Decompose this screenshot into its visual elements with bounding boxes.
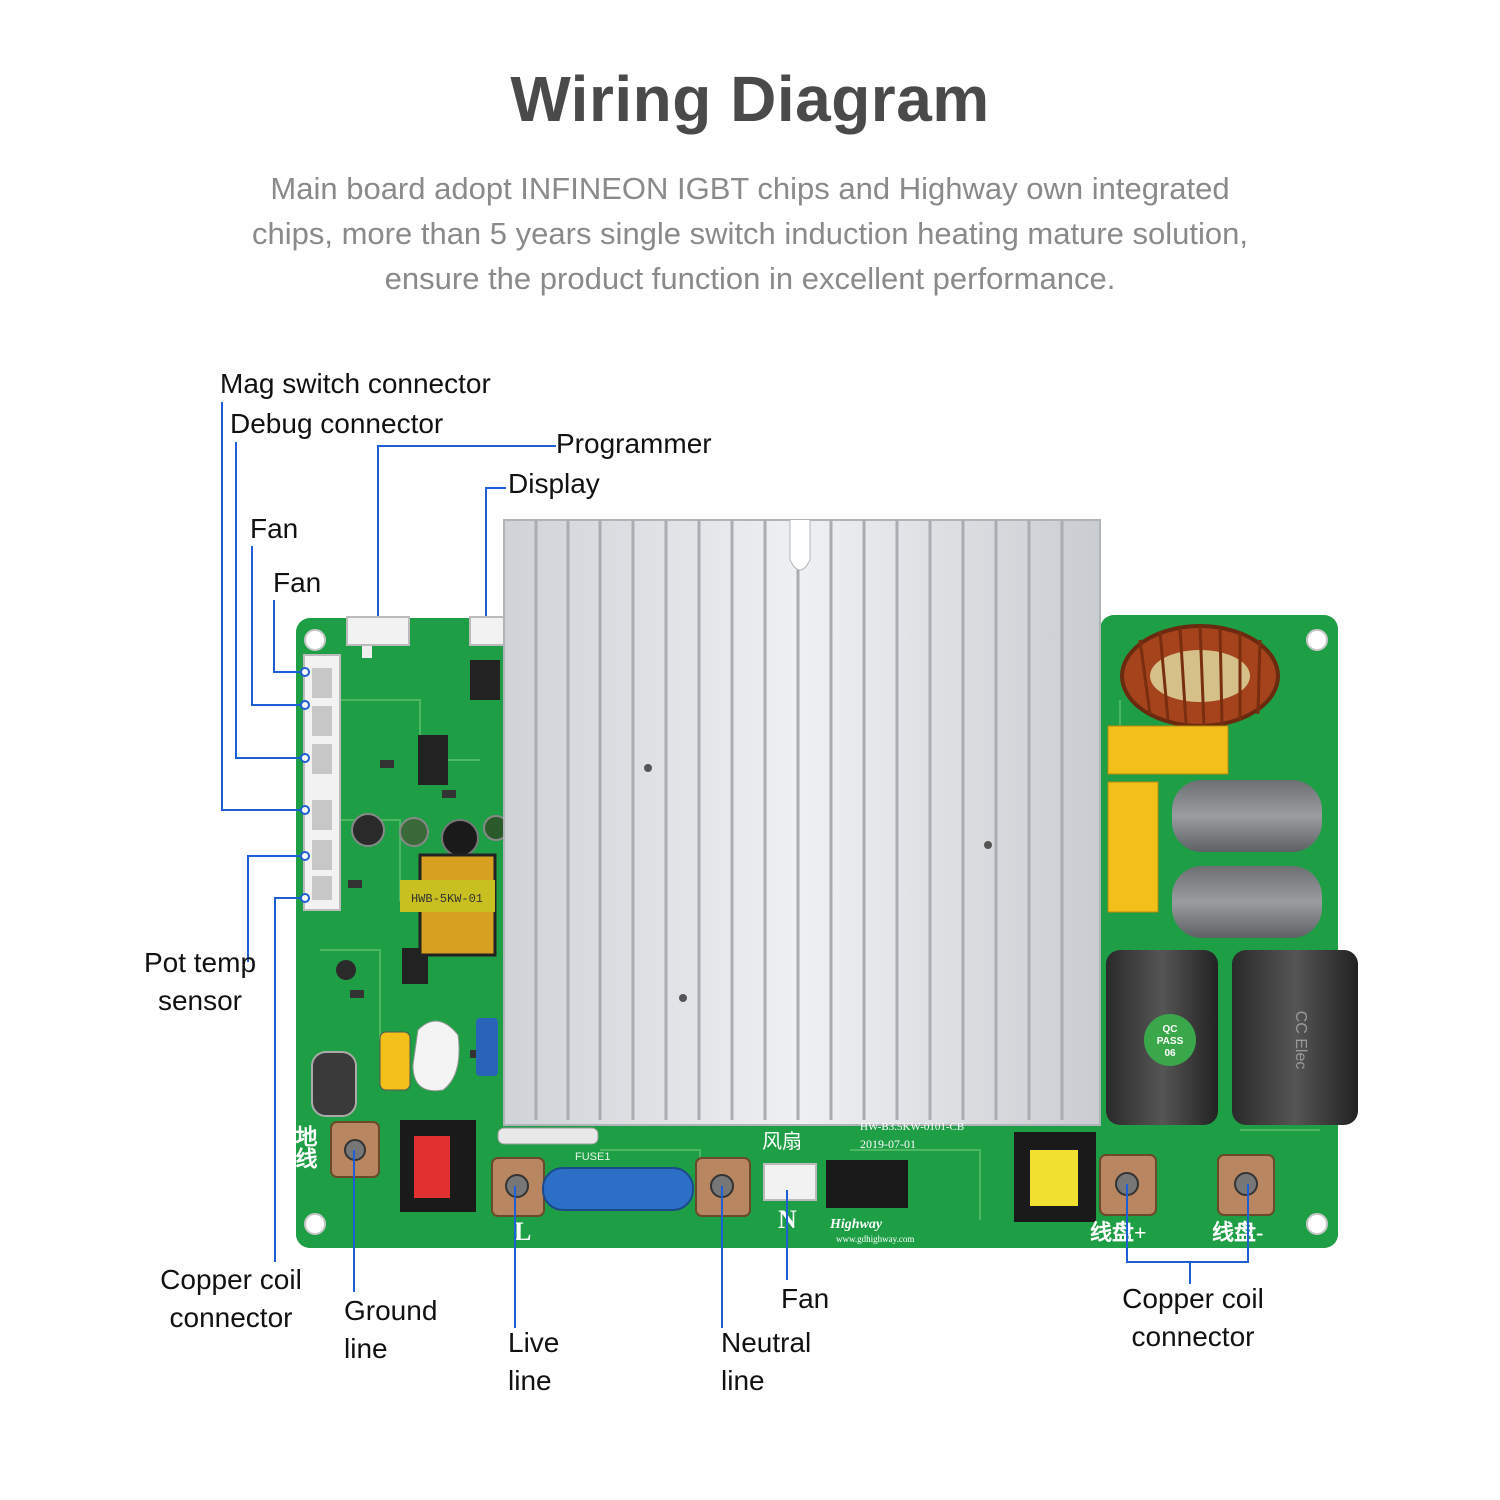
label-line: Neutral xyxy=(721,1327,812,1358)
label-live-line: Live line xyxy=(508,1324,559,1400)
label-debug-connector: Debug connector xyxy=(230,408,444,439)
fuse: FUSE1 xyxy=(497,1127,610,1163)
transformer-label: HWB-5KW-01 xyxy=(411,892,483,906)
label-pot-temp-sensor: Pot temp sensor xyxy=(122,944,278,1020)
brand-label: Highway xyxy=(829,1217,883,1232)
smd-components xyxy=(348,640,500,1058)
fan-cn-label: 风扇 xyxy=(762,1130,802,1153)
film-capacitor-right-1 xyxy=(1172,780,1322,852)
leader-debug xyxy=(235,442,305,759)
filter-components xyxy=(379,1018,498,1092)
electrolytic-capacitors xyxy=(311,813,509,1117)
resonant-capacitor-2: CC Elec xyxy=(1232,950,1358,1125)
label-programmer: Programmer xyxy=(556,428,712,459)
subtitle-line: Main board adopt INFINEON IGBT chips and… xyxy=(270,171,1230,206)
leader-programmer xyxy=(377,445,556,616)
label-line: Ground xyxy=(344,1295,438,1326)
relay xyxy=(826,1160,908,1208)
mounting-holes xyxy=(304,629,1328,1235)
label-line: Live xyxy=(508,1327,560,1358)
label-line: sensor xyxy=(157,985,243,1016)
ground-cn-label: 地线 xyxy=(293,1125,318,1170)
website-label: www.gdhighway.com xyxy=(836,1234,914,1244)
label-line: connector xyxy=(1131,1321,1255,1352)
transformer: HWB-5KW-01 xyxy=(400,853,497,957)
live-terminal xyxy=(491,1157,545,1217)
label-line: Copper coil xyxy=(1122,1283,1264,1314)
leader-lines xyxy=(221,402,1249,1328)
l-terminal-label: L xyxy=(514,1217,531,1246)
leader-pot-temp xyxy=(247,855,305,962)
x-capacitor-1 xyxy=(1107,725,1229,775)
label-line: connector xyxy=(169,1302,293,1333)
subtitle-line: chips, more than 5 years single switch i… xyxy=(252,216,1248,251)
fuse-label: FUSE1 xyxy=(575,1151,610,1163)
x-capacitor-2 xyxy=(1107,781,1159,913)
label-ground-line: Ground line xyxy=(344,1292,437,1368)
display-connector xyxy=(469,616,505,646)
coil-minus-label: 线盘- xyxy=(1212,1220,1263,1245)
leader-fan-2 xyxy=(273,600,305,673)
label-line: Pot temp xyxy=(143,947,257,978)
label-neutral-line: Neutral line xyxy=(721,1324,811,1400)
left-connector-strip xyxy=(303,654,341,911)
subtitle-line: ensure the product function in excellent… xyxy=(384,261,1116,296)
leader-copper-coil-left xyxy=(274,897,305,1262)
programmer-connector xyxy=(346,616,410,646)
bottom-right-transformer xyxy=(1014,1132,1096,1222)
leader-fan-1 xyxy=(251,546,305,706)
leader-mag-switch xyxy=(221,402,305,811)
label-fan-1: Fan xyxy=(250,513,299,544)
page-subtitle: Main board adopt INFINEON IGBT chips and… xyxy=(150,166,1350,301)
board-silkscreen: 地线 L N 风扇 2019-07-01 HW-B3.5KW-0101-CB H… xyxy=(293,1121,1264,1246)
coil-plus-label: 线盘+ xyxy=(1090,1220,1147,1245)
qc-stamp-line: PASS xyxy=(1157,1036,1184,1047)
label-fan-2: Fan xyxy=(273,567,322,598)
date-label: 2019-07-01 xyxy=(860,1137,916,1151)
label-line: Copper coil xyxy=(160,1264,302,1295)
cap-brand-label: CC Elec xyxy=(1292,1011,1309,1070)
heatsink-fins xyxy=(534,520,1064,1120)
coil-minus-terminal xyxy=(1217,1154,1275,1216)
heatsink xyxy=(503,519,1101,1126)
film-capacitor xyxy=(542,1167,694,1211)
choke-coil xyxy=(1120,624,1280,728)
fan-connector xyxy=(763,1163,817,1201)
label-copper-coil-connector-left: Copper coil connector xyxy=(128,1261,334,1337)
film-capacitor-right-2 xyxy=(1172,866,1322,938)
qc-stamp-line: QC xyxy=(1163,1024,1178,1035)
label-line: line xyxy=(508,1365,552,1396)
power-switch xyxy=(400,1120,476,1212)
page-title: Wiring Diagram xyxy=(510,63,990,135)
label-line: line xyxy=(721,1365,765,1396)
label-mag-switch-connector: Mag switch connector xyxy=(220,368,491,399)
label-line: line xyxy=(344,1333,388,1364)
qc-stamp-line: 06 xyxy=(1164,1048,1176,1059)
label-copper-coil-connector-right: Copper coil connector xyxy=(1090,1280,1296,1356)
label-fan-bottom: Fan xyxy=(781,1283,830,1314)
model-code-label: HW-B3.5KW-0101-CB xyxy=(860,1121,964,1133)
leader-copper-coil-right xyxy=(1126,1184,1249,1263)
leader-display xyxy=(485,487,506,616)
label-display: Display xyxy=(508,468,600,499)
resonant-capacitor-1: QC PASS 06 xyxy=(1106,950,1218,1125)
leader-dots xyxy=(300,667,310,903)
